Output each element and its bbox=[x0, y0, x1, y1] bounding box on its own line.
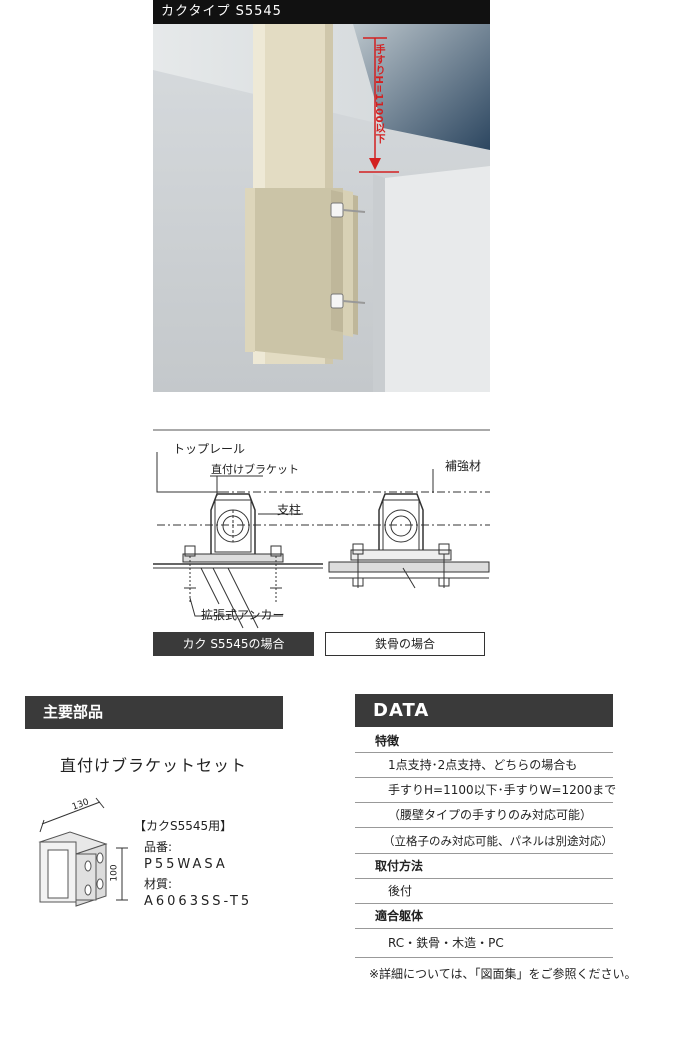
material-value: A6063SS-T5 bbox=[144, 894, 253, 909]
feature-item: 手すりH=1100以下･手すりW=1200まで bbox=[355, 778, 616, 803]
label-post: 支柱 bbox=[277, 503, 302, 517]
height-note: 手すりH=1100以下 bbox=[373, 44, 384, 145]
installation-detail-diagram: トップレール 直付けブラケット 支柱 拡張式アンカー 補強材 bbox=[153, 428, 490, 633]
mounting-value: 後付 bbox=[355, 879, 613, 904]
bracket-illustration: 130 100 bbox=[30, 796, 140, 916]
structure-title: 適合躯体 bbox=[355, 904, 613, 929]
material-label: 材質: bbox=[144, 877, 173, 891]
caption-concrete: カク S5545の場合 bbox=[153, 632, 314, 656]
feature-item: （立格子のみ対応可能、パネルは別途対応） bbox=[355, 828, 613, 854]
part-number-label: 品番: bbox=[144, 840, 173, 854]
part-name: 直付けブラケットセット bbox=[60, 756, 248, 775]
footnote: ※詳細については、「図面集」をご参照ください。 bbox=[369, 967, 637, 981]
label-top-rail: トップレール bbox=[173, 442, 246, 456]
label-bracket: 直付けブラケット bbox=[211, 463, 299, 476]
spec-for-type: 【カクS5545用】 bbox=[134, 819, 233, 833]
data-header: DATA bbox=[355, 694, 613, 727]
main-parts-header: 主要部品 bbox=[25, 696, 283, 729]
feature-item: 1点支持･2点支持、どちらの場合も bbox=[355, 753, 613, 778]
label-reinforcement: 補強材 bbox=[445, 459, 482, 473]
installation-render bbox=[153, 24, 490, 392]
part-spec: 【カクS5545用】 品番: P55WASA 材質: A6063SS-T5 bbox=[134, 818, 252, 910]
part-number: P55WASA bbox=[144, 857, 228, 872]
section-drawings bbox=[153, 429, 490, 629]
caption-steel: 鉄骨の場合 bbox=[325, 632, 485, 656]
mounting-title: 取付方法 bbox=[355, 854, 613, 879]
product-photo: カクタイプ S5545 手すりH=1100以下 bbox=[153, 0, 490, 392]
dimension-height: 100 bbox=[109, 864, 120, 882]
features-title: 特徴 bbox=[355, 729, 613, 753]
structure-value: RC・鉄骨・木造・PC bbox=[355, 929, 613, 958]
bracket-line-drawing bbox=[38, 797, 128, 907]
feature-item: （腰壁タイプの手すりのみ対応可能） bbox=[355, 803, 613, 828]
label-anchor: 拡張式アンカー bbox=[201, 608, 285, 622]
product-type-title: カクタイプ S5545 bbox=[153, 0, 490, 24]
